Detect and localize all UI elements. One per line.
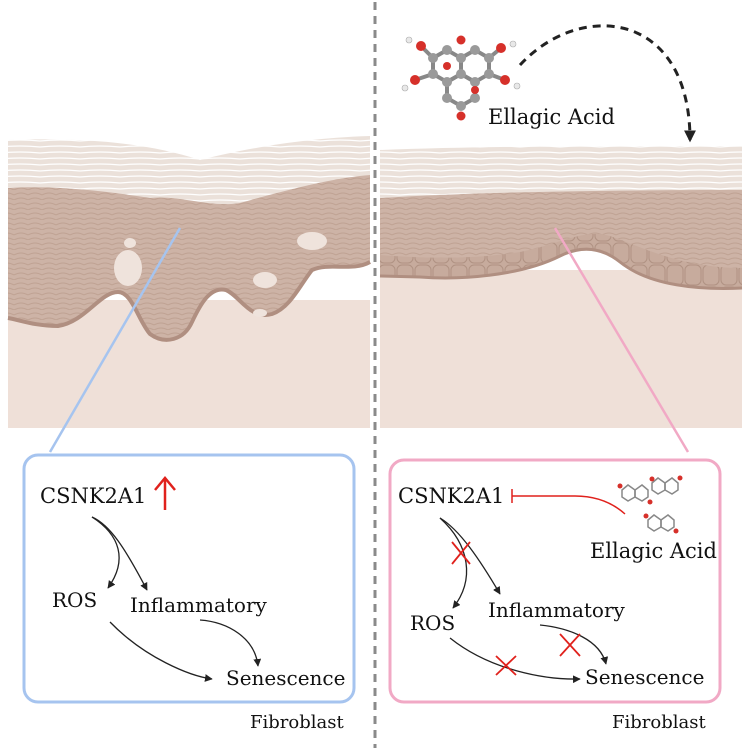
left-zoom-line [48,227,182,453]
right-zoom-line [553,227,690,453]
cross-mark-icon [451,541,581,676]
right-senescence-label: Senescence [585,665,704,689]
left-senescence-label: Senescence [226,666,345,690]
up-arrow-icon [154,476,176,510]
ellagic-acid-molecules-icon [617,475,683,534]
right-cell-type-label: Fibroblast [612,712,706,733]
left-panel-border [22,453,356,704]
right-pathway-arrows [439,517,609,684]
left-inflammatory-label: Inflammatory [130,593,268,617]
left-basal-line [7,260,371,342]
right-gene-label: CSNK2A1 [398,484,504,508]
right-dermis [380,270,742,428]
ellagic-acid-molecule-icon [401,35,521,121]
right-ros-label: ROS [410,611,455,635]
left-cell-type-label: Fibroblast [250,712,344,733]
left-stratum-corneum [8,136,370,205]
left-gene-label: CSNK2A1 [40,484,146,508]
left-ros-label: ROS [52,588,97,612]
left-pathway-arrows [91,516,262,682]
right-skin-section [379,146,743,428]
left-pathway-panel: CSNK2A1 ROS Inflammatory Senescence Fibr… [22,453,356,733]
right-inflammatory-label: Inflammatory [488,598,626,622]
right-stratum-corneum [380,146,742,198]
right-basal-layer [380,233,742,289]
right-ellagic-acid-label: Ellagic Acid [590,539,717,563]
left-vacuoles [114,232,327,317]
ellagic-acid-label: Ellagic Acid [488,105,615,129]
right-basal-line [379,247,743,290]
inhibit-bar-icon [511,489,626,515]
left-skin-section [7,136,371,428]
ellagic-acid-arrow [518,24,696,143]
right-pathway-panel: CSNK2A1 Ellagic Acid ROS Inflammatory Se… [388,458,722,733]
right-panel-border [388,458,722,704]
left-epidermis [8,172,370,340]
